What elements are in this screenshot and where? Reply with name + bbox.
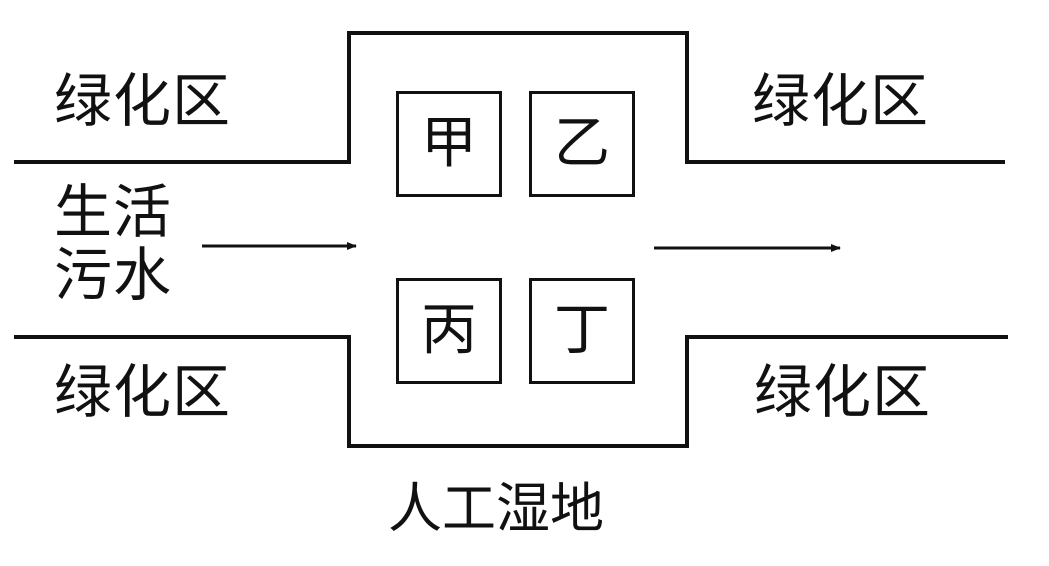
green-zone-bottom-right: 绿化区 bbox=[754, 358, 932, 426]
sewage-inflow-label: 生活 污水 bbox=[54, 181, 172, 306]
sewage-label-line-1: 生活 bbox=[54, 178, 173, 246]
green-zone-top-right: 绿化区 bbox=[752, 67, 930, 135]
sewage-label-line-2: 污水 bbox=[54, 240, 173, 309]
wetland-cell-bing: 丙 bbox=[396, 278, 502, 384]
green-zone-bottom-left: 绿化区 bbox=[54, 358, 232, 426]
wetland-caption: 人工湿地 bbox=[388, 477, 604, 540]
green-zone-top-left: 绿化区 bbox=[54, 67, 232, 135]
wetland-cell-jia: 甲 bbox=[396, 91, 502, 197]
upper-boundary-line bbox=[14, 31, 1005, 164]
wetland-cell-ding: 丁 bbox=[529, 278, 635, 384]
lower-boundary-line bbox=[14, 335, 1008, 448]
wetland-cell-yi: 乙 bbox=[529, 91, 635, 197]
